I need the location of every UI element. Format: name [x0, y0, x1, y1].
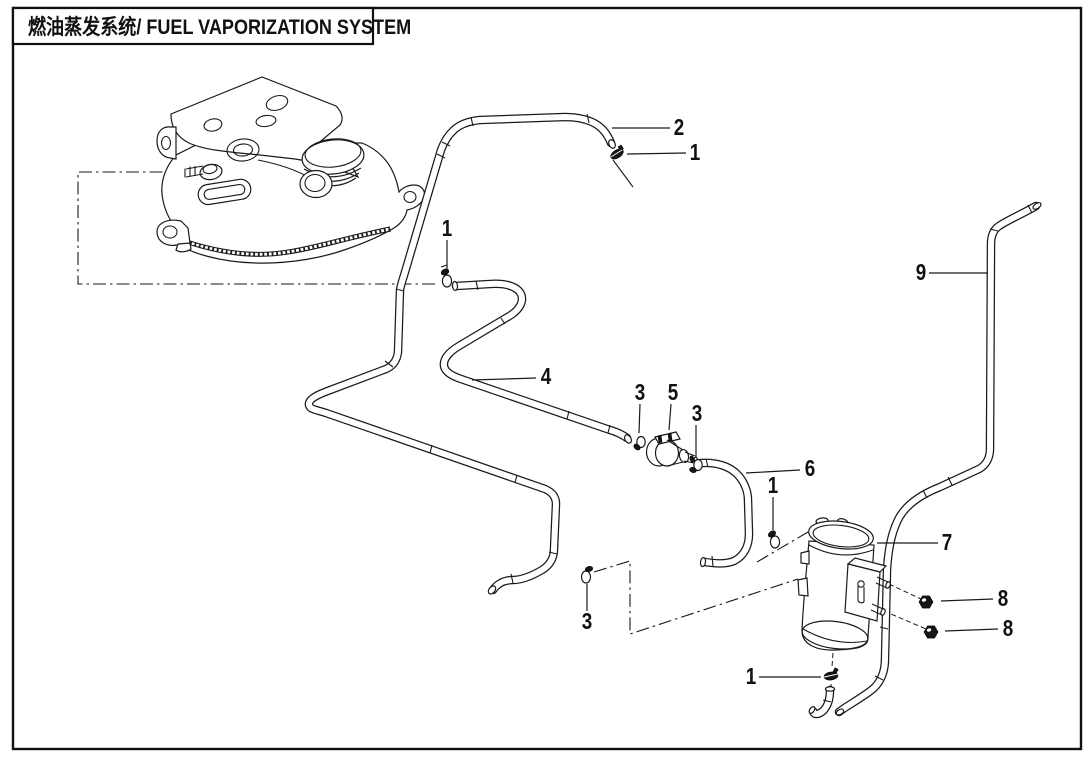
svg-text:3: 3	[635, 380, 645, 405]
svg-text:8: 8	[998, 586, 1009, 611]
tank-ear-hole-right	[403, 190, 417, 204]
canister	[797, 517, 891, 651]
page-title: 燃油蒸发系统/ FUEL VAPORIZATION SYSTEM	[28, 15, 411, 40]
callout-clamp-1-tank-line: 1	[442, 216, 453, 271]
tank-seal-ring-port	[299, 169, 333, 199]
callout-clamp-3-right: 3	[692, 401, 702, 458]
callout-clamp-3-bottom: 3	[582, 584, 592, 634]
callout-canister-7: 7	[877, 530, 952, 555]
tank-seam	[189, 227, 391, 257]
clamp-1-canister-bottom	[823, 667, 839, 681]
tank-vapor-fitting	[184, 163, 223, 181]
nut-8-upper	[918, 595, 934, 609]
clamp-1-top	[610, 144, 624, 160]
callout-hose-2: 2	[612, 115, 684, 140]
hose-9	[834, 201, 1042, 717]
svg-text:3: 3	[582, 609, 592, 634]
title-box	[11, 6, 375, 46]
clamp-3-valve-left	[633, 435, 646, 451]
clamp-3-bottom	[580, 566, 594, 584]
canister-bracket	[844, 557, 891, 622]
hose-6	[696, 458, 754, 568]
tank-ear-left	[156, 219, 191, 246]
clamp-1-tank-line	[440, 264, 453, 288]
callout-hose-4: 4	[471, 364, 552, 389]
hose-2	[304, 112, 616, 595]
hose-4	[439, 279, 633, 444]
phantom-lines	[77, 159, 927, 689]
svg-text:1: 1	[746, 664, 757, 689]
callout-nut-8-upper: 8	[940, 586, 1009, 611]
callouts: 2 1 1 4 3 5 3 6	[442, 115, 1014, 689]
callout-clamp-1-canister-top: 1	[768, 473, 779, 530]
fuel-tank	[156, 76, 426, 264]
drain-elbow-hose	[808, 685, 836, 719]
svg-text:9: 9	[916, 260, 926, 285]
clamp-1-canister-top	[768, 530, 781, 549]
callout-clamp-3-left: 3	[635, 380, 645, 434]
nut-8-lower	[923, 625, 939, 639]
svg-text:4: 4	[541, 364, 552, 389]
svg-text:7: 7	[942, 530, 952, 555]
svg-text:1: 1	[690, 140, 701, 165]
callout-nut-8-lower: 8	[944, 616, 1014, 641]
callout-valve-5: 5	[668, 380, 679, 431]
callout-hose-9: 9	[916, 260, 988, 285]
svg-text:1: 1	[442, 216, 453, 241]
clamp-3-valve-right	[689, 458, 703, 473]
svg-text:5: 5	[668, 380, 679, 405]
svg-text:8: 8	[1003, 616, 1014, 641]
svg-text:3: 3	[692, 401, 702, 426]
svg-text:6: 6	[805, 456, 815, 481]
callout-clamp-1-top: 1	[626, 140, 701, 165]
tank-recess	[197, 178, 252, 206]
drawing-frame: 燃油蒸发系统/ FUEL VAPORIZATION SYSTEM	[11, 6, 1083, 751]
svg-text:1: 1	[768, 473, 779, 498]
callout-hose-6: 6	[745, 456, 815, 481]
callout-clamp-1-canister-bottom: 1	[746, 664, 821, 689]
rollover-valve	[645, 431, 699, 467]
svg-text:2: 2	[674, 115, 684, 140]
